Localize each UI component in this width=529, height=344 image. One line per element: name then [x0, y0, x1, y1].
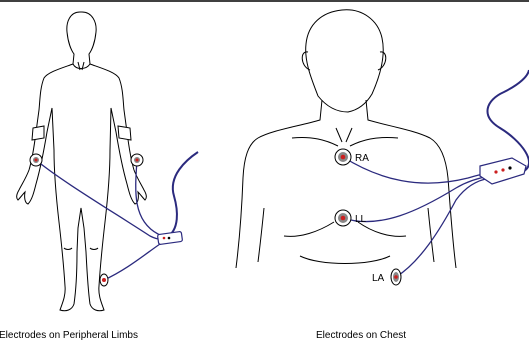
- caption-peripheral-limbs: Electrodes on Peripheral Limbs: [0, 330, 138, 341]
- limb-electrode-leg: [100, 274, 108, 286]
- wire-leg: [104, 240, 166, 280]
- shoulder-outline-right: [366, 100, 456, 268]
- left-underarm: [258, 208, 264, 262]
- electrode-ll: [335, 210, 351, 226]
- clavicles: [292, 137, 398, 146]
- knee-left: [64, 248, 72, 250]
- head-outline: [306, 10, 384, 112]
- left-pectoral: [284, 222, 334, 236]
- right-wrist-band: [118, 126, 131, 140]
- right-underarm: [428, 208, 434, 262]
- electrode-label-ll: LL: [355, 214, 367, 225]
- torso-figure: [236, 10, 456, 268]
- limb-lead-connector: [157, 231, 182, 244]
- left-wrist-band: [32, 126, 44, 140]
- caption-chest: Electrodes on Chest: [316, 330, 406, 341]
- neck-tendons-chest: [336, 128, 352, 142]
- wire-left-arm: [136, 160, 166, 238]
- electrode-ra: [335, 149, 351, 165]
- shoulder-outline: [236, 100, 322, 268]
- electrode-la: [391, 269, 401, 285]
- chest-lead-connector: [480, 158, 526, 184]
- electrode-label-ra: RA: [355, 153, 369, 164]
- knee-right: [90, 248, 98, 250]
- wire-trunk-cable: [166, 152, 198, 238]
- electrode-label-la: LA: [372, 273, 385, 284]
- wire-la: [396, 178, 490, 277]
- wire-right-arm: [36, 160, 166, 239]
- limb-lead-wires: [36, 152, 198, 280]
- neck-line: [73, 64, 90, 69]
- limb-electrode-right-arm: [30, 154, 42, 166]
- lower-chest-line: [300, 256, 390, 264]
- wire-chest-cable: [488, 70, 529, 172]
- limb-electrode-left-arm: [131, 154, 143, 166]
